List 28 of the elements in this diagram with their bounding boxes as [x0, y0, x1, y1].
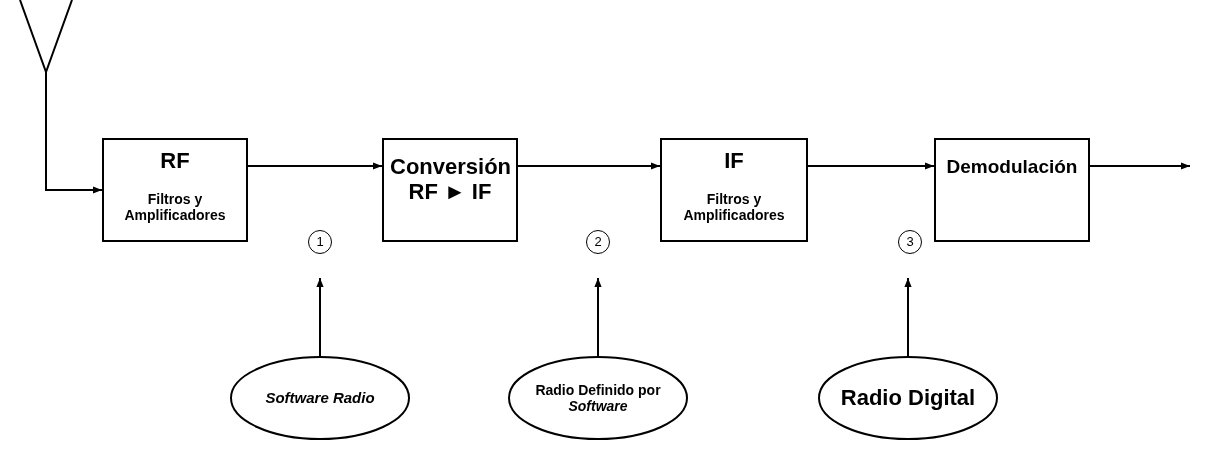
- node-label: Software Radio: [265, 389, 375, 407]
- block-description: Filtros y Amplificadores: [682, 191, 786, 224]
- block-title: RF: [160, 148, 190, 174]
- process-box: [660, 138, 808, 242]
- process-box: [934, 138, 1090, 242]
- block-title: Demodulación: [946, 156, 1078, 178]
- arrow: [807, 162, 935, 170]
- process-box: [102, 138, 248, 242]
- process-box: [382, 138, 518, 242]
- arrow: [247, 162, 383, 170]
- arrow: [904, 277, 912, 357]
- node-label: 2: [594, 234, 602, 250]
- arrow: [594, 277, 602, 357]
- antenna-icon: [18, 0, 74, 72]
- node-label: Radio Digital: [840, 385, 976, 411]
- node-label: 1: [316, 234, 324, 250]
- ellipse-node: [230, 356, 410, 440]
- arrow: [45, 71, 103, 194]
- ellipse-node: [818, 356, 998, 440]
- block-title: Conversión RF ► IF: [390, 154, 510, 205]
- ellipse-node: [508, 356, 688, 440]
- node-label: 3: [906, 234, 914, 250]
- block-title: IF: [724, 148, 744, 174]
- arrow: [517, 162, 661, 170]
- arrow: [316, 277, 324, 357]
- block-description: Filtros y Amplificadores: [123, 191, 227, 224]
- node-label: Radio Definido por Software: [534, 381, 662, 415]
- arrow: [1089, 162, 1191, 170]
